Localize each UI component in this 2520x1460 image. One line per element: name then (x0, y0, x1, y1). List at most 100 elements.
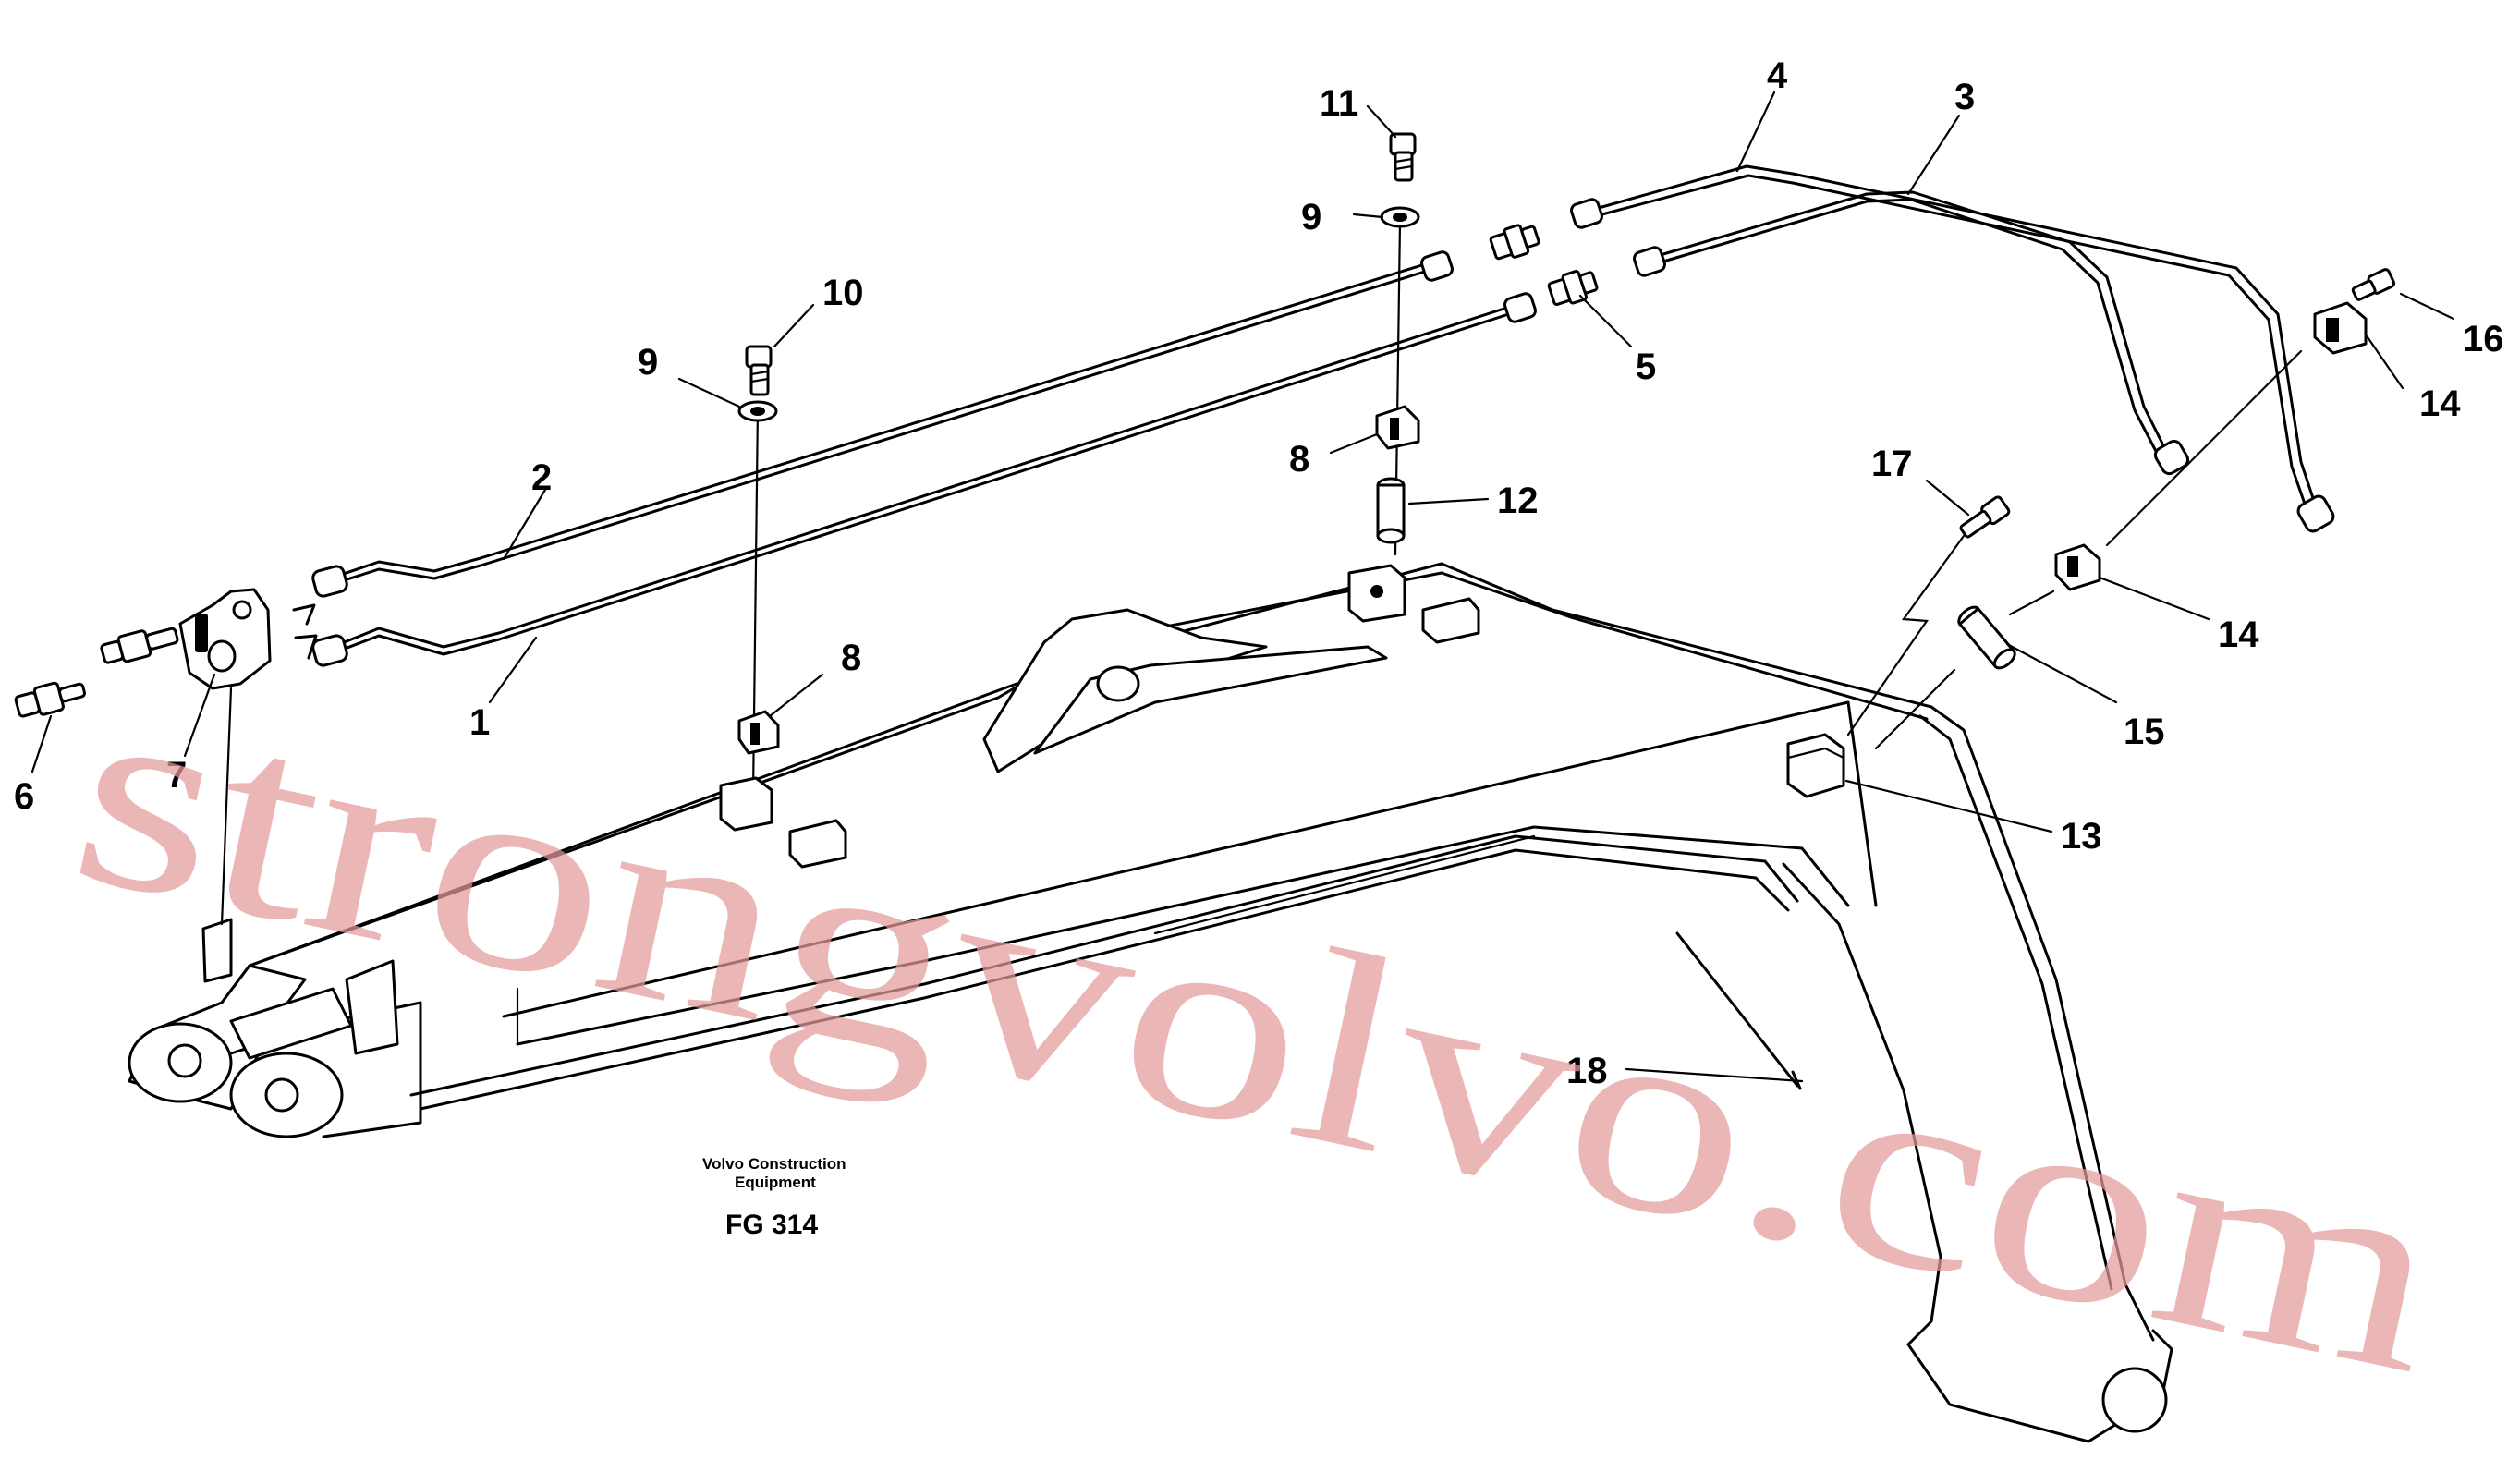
arm-outer-edge-2 (1918, 714, 2113, 1291)
boom-underside (516, 825, 1850, 1046)
clamps-and-bolts (719, 132, 2396, 1090)
callout-17: 17 (1871, 444, 1913, 484)
caption-figure-code: FG 314 (725, 1210, 818, 1240)
leader-18 (1625, 1067, 1804, 1083)
leader-6 (30, 714, 53, 773)
clamp-14-top-slot (2326, 318, 2339, 342)
pipe-3-end-nut (2153, 439, 2190, 476)
callout-8-left: 8 (841, 638, 861, 678)
pipe-1 (331, 303, 1517, 649)
pipe-4 (1597, 164, 2317, 505)
pipe-3-b (1662, 198, 2161, 458)
pipe-4-b (1597, 174, 2307, 508)
callout-9-left: 9 (638, 342, 658, 383)
leader-8-left (768, 673, 824, 718)
leader-14-top (2364, 333, 2404, 390)
bracket-plate-hole-1 (232, 600, 252, 620)
bolt-11 (1389, 132, 1417, 182)
bolt-16 (2351, 268, 2396, 301)
leader-14-lower (2098, 576, 2210, 621)
leader-1 (488, 636, 538, 704)
bracket-plate-rib (195, 614, 208, 652)
figure-caption: Volvo Construction Equipment FG 314 (702, 1155, 846, 1240)
callout-13: 13 (2061, 816, 2102, 857)
leader-7 (183, 673, 216, 758)
pipe-3 (1662, 190, 2169, 455)
callout-7: 7 (166, 755, 187, 796)
leader-12 (1407, 497, 1490, 505)
spacer-15 (1957, 605, 2016, 670)
axis-right-upper (2105, 349, 2303, 547)
caption-company-line2: Equipment (735, 1174, 816, 1191)
pipe-1-b (331, 310, 1519, 656)
leader-17 (1925, 479, 1970, 517)
callout-11: 11 (1320, 83, 1358, 124)
pipe-1-end-nut (311, 634, 348, 667)
bracket-plate-hole-2 (207, 639, 237, 673)
boom-web-diagonal (1153, 834, 1536, 935)
callout-4: 4 (1767, 55, 1788, 96)
leader-15 (2005, 642, 2118, 704)
boom-structure (128, 562, 2173, 1443)
leader-3 (1906, 114, 1961, 196)
short-tube-upper (292, 603, 316, 626)
boom-lower-edge (419, 848, 1790, 1111)
leader-8-right (1329, 432, 1379, 455)
pipe-1-nut-right (1503, 292, 1537, 323)
watermark-text: strongvolvo.com (52, 632, 2465, 1432)
arm-outer-edge (1930, 705, 2155, 1342)
leader-16 (2399, 292, 2455, 321)
bolt-17 (1959, 495, 2011, 539)
pipe-2-b (331, 268, 1432, 586)
washer-9-left-hole (750, 407, 765, 416)
pipe-4-end-nut (2296, 494, 2335, 533)
callout-6: 6 (14, 776, 34, 817)
spacer-12 (1376, 477, 1406, 544)
callout-5: 5 (1636, 347, 1656, 387)
pipe-3-nut-left (1633, 246, 1666, 277)
leader-4 (1735, 91, 1776, 173)
callout-15: 15 (2124, 712, 2165, 752)
callout-8-right: 8 (1289, 439, 1309, 480)
pipe-2-nut-right (1420, 250, 1454, 282)
clamp-14-lower-slot (2067, 556, 2078, 577)
pipe-2-end-nut (311, 565, 348, 598)
axis-bolt-17 (1846, 534, 1966, 736)
pipe-2 (331, 262, 1430, 579)
arm-inner-edge (1782, 862, 1942, 1346)
boom-block-right-2 (1421, 597, 1480, 644)
boom-lower-edge-2 (409, 834, 1799, 1097)
boom-web-line (502, 700, 1878, 1018)
callout-9-right: 9 (1301, 197, 1321, 237)
male-adapter-upper (100, 627, 179, 664)
leader-lines (30, 91, 2455, 1083)
boom-block-left (719, 776, 773, 832)
clamp-8-right-slot (1390, 418, 1399, 440)
callout-2: 2 (531, 457, 552, 498)
leader-5 (1578, 294, 1633, 348)
leader-11 (1366, 104, 1397, 139)
callout-12: 12 (1497, 481, 1539, 521)
washer-9-right-hole (1393, 213, 1407, 222)
foot-pin-bore (2101, 1367, 2168, 1433)
cylinder-bracket-eye (1096, 665, 1140, 702)
boom-block-right-hole (1370, 585, 1383, 598)
left-fittings (14, 588, 318, 718)
block-13 (1786, 733, 1845, 798)
callout-3: 3 (1954, 77, 1975, 117)
callout-1: 1 (469, 702, 490, 743)
mount-pin-bore-left (167, 1043, 202, 1078)
caption-company-line1: Volvo Construction (702, 1155, 846, 1173)
callout-numbers: 1 2 3 4 5 6 7 8 8 9 9 10 11 12 13 14 14 … (14, 55, 2504, 1091)
adapter-upper (1489, 224, 1540, 261)
boom-top-edge-inner (248, 682, 1018, 967)
callout-10: 10 (822, 273, 864, 313)
mount-pin-bore-right (264, 1077, 299, 1113)
leader-9-left (677, 377, 741, 408)
clip-18-line (1675, 931, 1799, 1088)
clamp-8-left-slot (750, 723, 760, 745)
hydraulic-pipes (311, 164, 2335, 667)
callout-16: 16 (2463, 319, 2504, 359)
